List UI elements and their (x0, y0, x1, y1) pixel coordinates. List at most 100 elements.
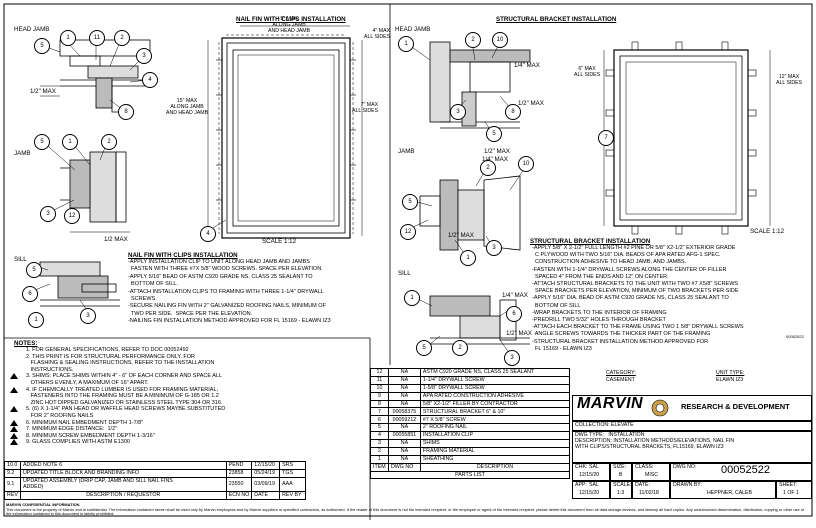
balloon: 3 (504, 350, 520, 366)
sheet-value: 1 OF 1 (783, 490, 799, 496)
rev-ecn: 23858 (225, 468, 253, 478)
rev-header-ecn: ECN NO (225, 490, 253, 500)
part-item: 3 (370, 439, 389, 448)
note-text: IF CHEMICALLY TREATED LUMBER IS USED FOR… (30, 386, 223, 406)
rev-header-desc: DESCRIPTION / REQUESTOR (19, 490, 227, 500)
note-number: 6. (26, 419, 33, 426)
bracket-notes: -APPLY 5/8" X 2-1/2" FULL LENGTH #2 PINE… (532, 245, 744, 353)
drawn-by-value: HEPPNER, CALEB (707, 490, 752, 496)
general-note: 3. SHIMS: PLACE SHIMS WITHIN 4" - 6" OF … (10, 373, 225, 386)
part-desc: SHIMS (419, 439, 571, 448)
balloon: 7 (598, 130, 614, 146)
rev-ecn: 23550 (225, 476, 253, 492)
sheet-cell: SHEET: 1 OF 1 (776, 481, 812, 499)
description-block: DWG TYPE: INSTALLATION DESCRIPTION: INST… (572, 431, 812, 463)
part-item: 11 (370, 375, 389, 385)
note-line: -STRUCTURAL BRACKET INSTALLATION METHOD … (532, 338, 709, 345)
balloon: 3 (136, 48, 152, 64)
note-line: -APPLY INSTALLATION CLIP TO UNIT ALONG H… (128, 259, 310, 265)
parts-header-item: ITEM (370, 462, 389, 472)
general-note: 5. (6) X 1-1/4" PAN HEAD OR WAFFLE HEAD … (10, 406, 225, 419)
dim-mid: 15" MAX ALONG JAMB AND HEAD JAMB (166, 98, 209, 116)
part-item: 7 (370, 407, 389, 417)
note-text: THIS PRINT IS FOR STRUCTURAL PERFORMANCE… (30, 353, 215, 373)
part-desc: INSTALLATION CLIP (419, 431, 571, 441)
brand-block: MARVIN RESEARCH & DEVELOPMENT (572, 395, 812, 421)
bracket-scale: SCALE 1:12 (750, 228, 785, 235)
general-note: 1. FOR GENERAL SPECIFICATIONS, REFER TO … (10, 347, 225, 354)
balloon: 1 (404, 290, 420, 306)
size-value: B (619, 472, 623, 478)
part-item: 8 (370, 399, 389, 409)
rev-rev: 9.2 (4, 468, 21, 478)
sill-right-dim1: 1/4" MAX (502, 292, 528, 299)
note-line: -APPLY 5/16" DIA. BEAD OF ASTM C920 GRAD… (532, 295, 729, 302)
part-desc: STRUCTURAL BRACKET 6" & 10" (419, 407, 571, 417)
date-cell: DATE: 11/02/18 (632, 481, 670, 499)
nail-fin-view-title: NAIL FIN WITH CLIPS INSTALLATION (236, 16, 346, 23)
note-text: SHIMS: PLACE SHIMS WITHIN 4" - 6" OF EAC… (30, 373, 223, 386)
jamb-right-label: JAMB (398, 148, 415, 155)
app-date: 12/15/20 (579, 490, 600, 496)
part-dwg: NA (387, 383, 421, 393)
part-item: 10 (370, 383, 389, 393)
brand-logo: MARVIN (577, 395, 644, 412)
dwg-no-cell: DWG NO: 00052522 (670, 463, 812, 481)
note-line: TWO PER SIDE. SPACE PER THE ELEVATION. (128, 310, 253, 317)
balloon: 6 (506, 306, 522, 322)
parts-list-title: PARTS LIST (370, 470, 570, 480)
head-jamb-right-label: HEAD JAMB (395, 26, 431, 33)
chk-value: SAL (589, 464, 599, 470)
balloon: 8 (118, 104, 134, 120)
part-item: 9 (370, 391, 389, 401)
note-line: SPACE BRACKETS PER ELEVATION, MINIMUM OF… (532, 288, 739, 295)
note-line: -NAILING FIN INSTALLATION METHOD APPROVE… (128, 318, 331, 325)
balloon: 5 (34, 38, 50, 54)
jamb-left-label: JAMB (14, 150, 31, 157)
part-item: 4 (370, 431, 389, 441)
rev-desc: UPDATED TITLE BLOCK AND BRANDING INFO (19, 468, 227, 478)
note-text: MINIMUM EDGE DISTANCE: 1/2" (32, 426, 118, 433)
general-note: 6. MINIMUM NAIL EMBEDMENT DEPTH 1-7/8" (10, 419, 225, 427)
dwg-type: DWG TYPE: INSTALLATION (575, 432, 645, 438)
revision-triangle-icon (10, 386, 18, 393)
scale-cell: SCALE: 1:3 (610, 481, 632, 499)
category-block: CATEGORY: CASEMENT UNIT TYPE: ELAWN IZ3 (606, 370, 745, 383)
note-line: -ATTACH INSTALLATION CLIPS TO FRAMING WI… (128, 288, 324, 295)
department-name: RESEARCH & DEVELOPMENT (681, 402, 790, 411)
rev-date: 12/15/20 (251, 461, 281, 470)
part-desc: APA RATED CONSTRUCTION ADHESIVE (419, 391, 571, 401)
revision-triangle-icon (10, 439, 18, 446)
rev-rby: AAA (279, 476, 306, 492)
balloon: 5 (34, 134, 50, 150)
nail-fin-scale: SCALE 1:12 (262, 238, 297, 245)
part-item: 6 (370, 415, 389, 425)
balloon: 2 (465, 32, 481, 48)
chk-date: 12/15/20 (579, 472, 600, 478)
note-text: (6) X 1-1/4" PAN HEAD OR WAFFLE HEAD SCR… (30, 406, 226, 419)
drawn-by-cell: DRAWN BY: HEPPNER, CALEB (670, 481, 776, 499)
dim-all-sides: 4" MAX ALL SIDES (364, 28, 391, 40)
balloon: 1 (28, 312, 44, 328)
dim-head-top: 5" MAX ALONG JAMB AND HEAD JAMB (268, 16, 311, 34)
bracket-view-title: STRUCTURAL BRACKET INSTALLATION (496, 16, 617, 23)
note-line: -APPLY 5/8" X 2-1/2" FULL LENGTH #2 PINE… (532, 245, 736, 251)
dim-right: 7" MAX ALL SIDES (352, 102, 379, 114)
note-line: -FASTEN WITH 1-1/4" DRYWALL SCREWS ALONG… (532, 266, 727, 273)
chk-cell: CHK: SAL 12/15/20 (572, 463, 610, 481)
part-dwg: 00055851 (387, 431, 421, 441)
general-notes-title: NOTES: (14, 340, 38, 347)
jamb-right-dim2: 1/4" MAX (482, 156, 508, 163)
app-cell: APP: SAL 12/15/20 (572, 481, 610, 499)
part-dwg: 00059212 (387, 415, 421, 425)
